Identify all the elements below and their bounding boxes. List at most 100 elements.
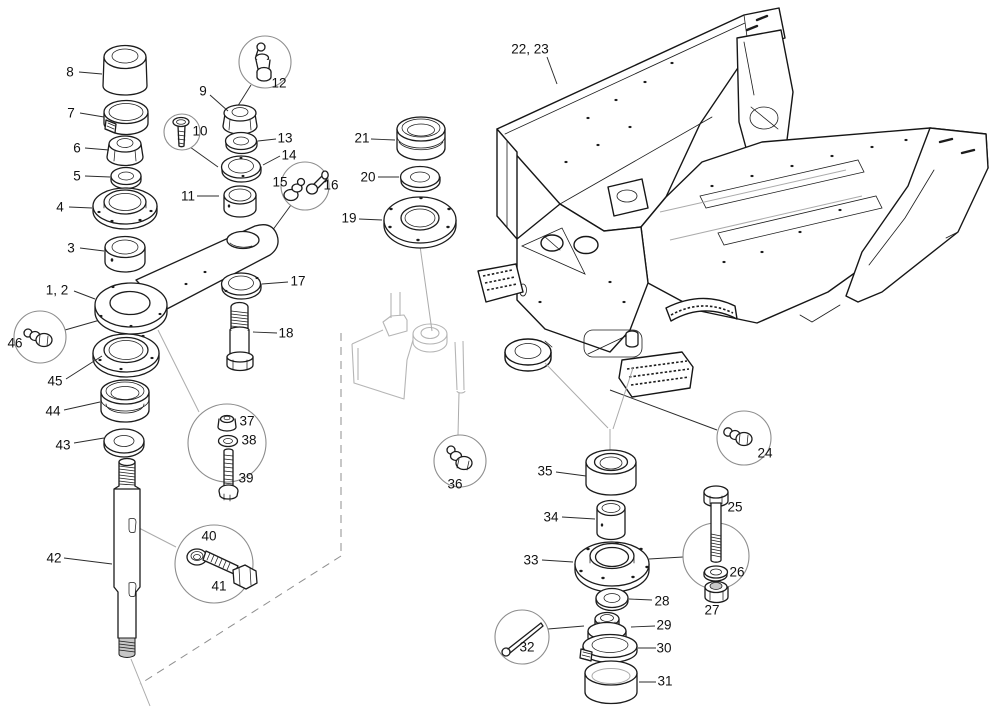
- callout-label-8: 8: [66, 65, 74, 80]
- callout-label-32: 32: [519, 640, 534, 655]
- part-seal-21: [396, 116, 446, 161]
- part-flange-19: [383, 196, 457, 249]
- callout-label-17: 17: [290, 274, 305, 289]
- leader-44: [63, 401, 101, 411]
- part-locknut-6: [106, 135, 144, 167]
- callout-label-5: 5: [73, 169, 81, 184]
- part-locknut-9: [222, 104, 258, 135]
- callout-label-31: 31: [657, 674, 672, 689]
- callout-label-29: 29: [656, 618, 671, 633]
- callout-label-9: 9: [199, 84, 207, 99]
- part-clamp-ring-30: [579, 633, 638, 664]
- part-washer-28: [595, 587, 629, 612]
- leader-14: [262, 155, 281, 166]
- callout-label-44: 44: [45, 404, 61, 419]
- callout-label-41: 41: [211, 579, 226, 594]
- callout-label-26: 26: [729, 565, 744, 580]
- part-cap-8: [102, 44, 148, 96]
- callout-label-20: 20: [360, 170, 375, 185]
- part-bearing-35: [585, 449, 637, 496]
- leader-1-2: [73, 290, 96, 300]
- leader-21: [370, 138, 396, 141]
- leader-5: [84, 175, 111, 178]
- part-clamp-7: [103, 99, 149, 136]
- part-flange-45: [92, 333, 160, 378]
- part-washer-13: [224, 131, 258, 155]
- grease-fitting-46: [23, 328, 53, 348]
- leader-4: [68, 206, 93, 209]
- detail-circle-15-16: [280, 161, 330, 211]
- callout-label-33: 33: [523, 553, 538, 568]
- callout-label-34: 34: [543, 510, 559, 525]
- part-washer-17: [220, 272, 262, 300]
- part-washer-5: [110, 166, 142, 190]
- leader-35: [555, 471, 587, 477]
- leader-28: [628, 598, 653, 601]
- leader-45: [65, 355, 103, 380]
- callout-label-24: 24: [757, 446, 773, 461]
- callout-label-37: 37: [239, 414, 254, 429]
- callout-label-25: 25: [727, 500, 742, 515]
- part-seal-44: [100, 379, 150, 423]
- leader-34: [561, 516, 596, 520]
- callout-label-30: 30: [656, 641, 671, 656]
- grease-fitting-24: [723, 427, 753, 447]
- part-ring-14: [220, 155, 262, 183]
- callout-label-36: 36: [447, 477, 462, 492]
- callout-label-4: 4: [56, 200, 64, 215]
- leader-42: [63, 557, 113, 565]
- leader-29: [630, 625, 656, 628]
- callout-label-18: 18: [278, 326, 293, 341]
- callout-label-6: 6: [73, 141, 81, 156]
- part-bushing-11: [223, 185, 257, 218]
- callout-label-27: 27: [704, 603, 719, 618]
- callout-label-46: 46: [7, 336, 22, 351]
- frame-22-23: [477, 7, 989, 398]
- detail-40-41: [186, 548, 258, 590]
- callout-label-14: 14: [281, 148, 297, 163]
- part-washer-43: [103, 428, 145, 458]
- cotter-pin-32: [501, 622, 544, 657]
- part-spindle-shaft-42: [113, 457, 141, 658]
- part-sleeve-34: [596, 499, 626, 541]
- callout-label-13: 13: [277, 131, 292, 146]
- callout-label-11: 11: [181, 189, 195, 204]
- dashed-reference-lines: [130, 333, 342, 707]
- part-stud-18: [226, 301, 254, 372]
- callout-label-45: 45: [47, 374, 62, 389]
- detail-screw-10: [172, 116, 190, 148]
- callout-label-28: 28: [654, 594, 669, 609]
- callout-label-12: 12: [271, 76, 286, 91]
- callout-label-1-2: 1, 2: [46, 283, 69, 298]
- detail-circle-32: [494, 609, 550, 665]
- part-flange-4: [92, 187, 158, 230]
- leader-9: [209, 94, 229, 112]
- grease-fitting-36: [446, 445, 473, 471]
- leader-17: [261, 281, 289, 285]
- callout-label-40: 40: [201, 529, 216, 544]
- callout-label-38: 38: [241, 433, 256, 448]
- leader-7: [79, 112, 105, 118]
- grease-fittings-15-16: [283, 170, 329, 202]
- part-washer-20: [399, 165, 441, 193]
- callout-label-3: 3: [67, 241, 75, 256]
- part-flange-33: [574, 541, 650, 593]
- part-nut-27: [704, 580, 729, 604]
- leader-18: [252, 331, 278, 334]
- part-washer-26: [703, 565, 729, 582]
- grease-fitting-12: [254, 42, 272, 82]
- ghost-bracket: [351, 292, 466, 400]
- callout-label-35: 35: [537, 464, 552, 479]
- callout-label-16: 16: [323, 178, 338, 193]
- part-cap-31: [584, 660, 638, 705]
- leader-6: [84, 147, 110, 151]
- leader-3: [79, 247, 105, 252]
- leader-19: [358, 218, 383, 221]
- leader-33: [541, 559, 574, 563]
- callout-label-42: 42: [46, 551, 61, 566]
- callout-label-22-23: 22, 23: [511, 42, 549, 57]
- leader-13: [257, 138, 277, 142]
